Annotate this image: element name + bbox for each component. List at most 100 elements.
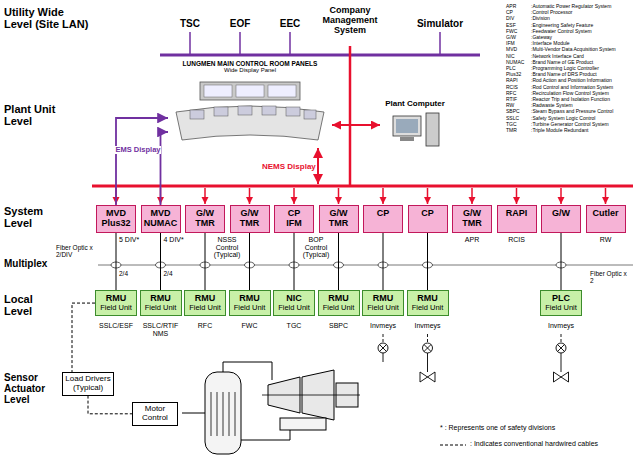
motor-control-box: Motor Control <box>132 402 178 426</box>
node-text: Field Unit <box>98 304 134 312</box>
facility-label: EOF <box>230 18 251 29</box>
load-driver-box: Load Drivers (Typical) <box>62 372 114 396</box>
connector <box>332 124 380 126</box>
system-box: CPIFM <box>274 205 314 233</box>
sensor-symbol <box>558 345 565 352</box>
bus-drops <box>116 188 606 204</box>
connector <box>383 233 384 290</box>
bus-drop <box>471 188 473 204</box>
abbreviation-meaning: :Reactor Trip and Isolation Function <box>531 97 610 103</box>
abbreviation-meaning: :Brand Name of DRS Product <box>531 72 597 78</box>
lan-drop <box>439 32 441 55</box>
abbreviation: APR <box>506 4 516 10</box>
abbreviation-meaning: :Interface Module <box>531 41 570 47</box>
abbreviation: RFC <box>506 91 516 97</box>
fuel-rod <box>222 392 223 436</box>
plant-bus-line <box>92 185 633 188</box>
abbreviation: TMR <box>506 128 517 134</box>
connector <box>160 233 161 290</box>
node-text: CP <box>366 209 400 219</box>
node-text: Field Unit <box>410 304 446 312</box>
facility-label: TSC <box>180 18 200 29</box>
node-text: RMU <box>187 294 223 304</box>
control-group-label: NSSS Control (Typical) <box>208 236 246 259</box>
fuel-rod <box>228 392 229 436</box>
node-text: RMU <box>143 294 179 304</box>
voting-label: 2/4 <box>164 270 173 277</box>
unit-function-label: FWC <box>242 322 258 330</box>
node-text: TMR <box>233 219 267 229</box>
abbreviation: ESF <box>506 23 516 29</box>
system-box: G/WTMR <box>185 205 225 233</box>
connector <box>88 396 132 414</box>
plant-computer-icon <box>393 113 439 146</box>
abbreviation: NUMAC <box>506 60 524 66</box>
node-text: NUMAC <box>144 219 178 229</box>
connector <box>294 233 295 290</box>
system-box: CP <box>363 205 403 233</box>
node-text: CP <box>411 209 445 219</box>
connector <box>561 233 562 290</box>
field-unit-box: RMUField Unit <box>140 290 182 316</box>
connector <box>72 303 95 372</box>
division-label: 5 DIV* <box>119 236 139 244</box>
abbreviation: MVD <box>506 47 517 53</box>
abbreviation-meaning: :Network Interface Card <box>531 54 584 60</box>
node-text: EOF <box>230 18 251 29</box>
lan-drop <box>189 32 191 55</box>
plant-link <box>349 46 352 186</box>
abbreviation: FWC <box>506 29 517 35</box>
control-room-panel: LUNGMEN MAIN CONTROL ROOM PANELSWide Dis… <box>168 58 332 145</box>
sensor-symbol <box>424 345 431 352</box>
display-screen <box>268 85 296 97</box>
node-text: PLC <box>543 294 579 304</box>
connector <box>161 132 169 205</box>
lan-drop <box>289 32 291 55</box>
abbreviation: DIV <box>506 16 514 22</box>
abbreviation-meaning: :Multi-Vendor Data Acquisition System <box>531 47 616 53</box>
display-label: NEMS Display <box>262 163 316 172</box>
connector <box>205 233 206 290</box>
field-unit-box: RMUField Unit <box>362 290 404 316</box>
field-unit-box: NICField Unit <box>273 290 315 316</box>
node-text: Field Unit <box>365 304 401 312</box>
node-text: G/W <box>188 209 222 219</box>
abbreviation-meaning: :Gateway <box>531 35 552 41</box>
node-text: Field Unit <box>143 304 179 312</box>
abbreviation: NIC <box>506 54 515 60</box>
connector <box>427 233 428 290</box>
node-text: Load Drivers (Typical) <box>65 375 111 393</box>
unit-function-label: Invmeys <box>548 322 574 330</box>
fiber-line <box>98 265 633 266</box>
abbreviation: RW <box>506 103 514 109</box>
tower <box>426 113 439 146</box>
level-label: Sensor Actuator Level <box>4 372 59 405</box>
node-text: TSC <box>180 18 200 29</box>
lan-drop <box>239 32 241 55</box>
node-text: TMR <box>188 219 222 229</box>
abbreviation-meaning: :Engineering Safety Feature <box>531 23 593 29</box>
sensor-wire <box>427 334 428 343</box>
unit-function-label: Invmeys <box>414 322 440 330</box>
node-text: MVD <box>144 209 178 219</box>
system-box: Cutler <box>586 205 626 233</box>
fuel-rod <box>216 392 217 436</box>
abbreviation: RTIF <box>506 97 517 103</box>
abbreviation: IFM <box>506 41 515 47</box>
reactor-vessel <box>205 372 241 454</box>
connector <box>116 118 168 205</box>
field-unit-box: RMUField Unit <box>407 290 449 316</box>
bus-drop <box>516 188 518 204</box>
unit-function-label: RFC <box>198 322 212 330</box>
abbreviation-meaning: :Turbine Generator Control System <box>531 122 609 128</box>
edge-label: EMS Display <box>115 146 160 154</box>
nems-link <box>317 148 319 184</box>
unit-function-label: SSLC/ESF <box>99 322 133 330</box>
field-unit-box: PLCField Unit <box>540 290 582 316</box>
valve-symbol <box>554 372 569 382</box>
connector <box>116 233 117 290</box>
valve-symbol <box>420 372 435 382</box>
level-label: System Level <box>4 205 59 229</box>
system-name: APR <box>465 236 479 244</box>
actuator-stem <box>561 353 562 372</box>
